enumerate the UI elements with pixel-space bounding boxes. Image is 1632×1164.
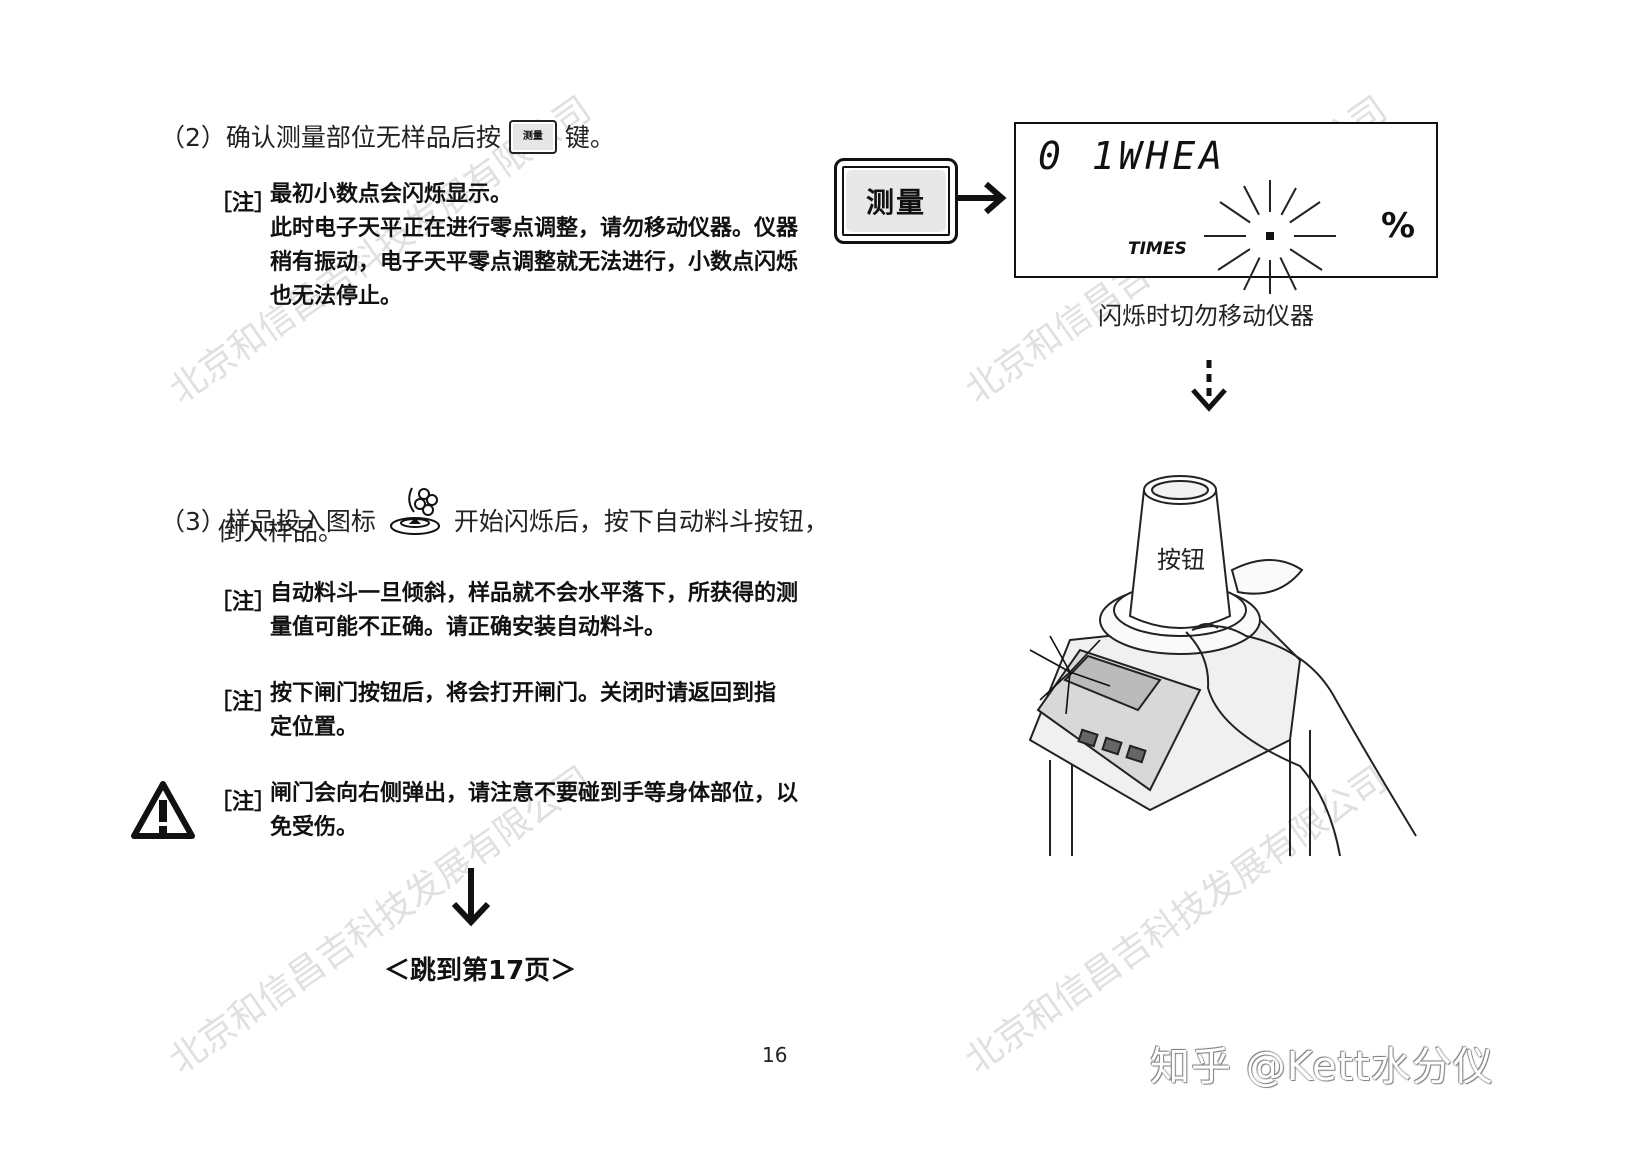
note-line: 此时电子天平正在进行零点调整，请勿移动仪器。仪器	[270, 216, 799, 241]
page-number: 16	[762, 1043, 788, 1067]
step3-suffix: 开始闪烁后，按下自动料斗按钮，	[453, 507, 829, 536]
step3-note3-tag: ［注］	[210, 790, 277, 815]
step2-suffix: 键。	[564, 123, 615, 152]
measure-key-icon: 测量	[508, 120, 557, 154]
arrow-right-icon	[958, 181, 1007, 215]
sample-input-icon	[389, 487, 440, 535]
step3-note1-tag: ［注］	[210, 590, 277, 615]
measure-key-label: 测量	[846, 170, 946, 232]
instrument-illustration	[1028, 475, 1417, 857]
source-watermark: 知乎 @Kett水分仪	[1150, 1044, 1494, 1090]
step3-note2-tag: ［注］	[210, 690, 277, 715]
note-line: 闸门会向右侧弹出，请注意不要碰到手等身体部位，以	[270, 781, 799, 806]
step3-note3-body: 闸门会向右侧弹出，请注意不要碰到手等身体部位，以 免受伤。	[270, 777, 798, 845]
step2-heading: （2）确认测量部位无样品后按测量键。	[160, 120, 615, 158]
blink-burst-icon	[1204, 180, 1336, 294]
step3-prefix: （3）样品投入图标	[160, 507, 376, 536]
step2-note-body: 最初小数点会闪烁显示。 此时电子天平正在进行零点调整，请勿移动仪器。仪器 稍有振…	[270, 178, 798, 314]
figure1-caption: 闪烁时切勿移动仪器	[1098, 302, 1314, 330]
note-line: 自动料斗一旦倾斜，样品就不会水平落下，所获得的测	[270, 581, 799, 606]
note-line: 也无法停止。	[270, 284, 403, 309]
jump-to-page-link[interactable]: ＜跳到第17页＞	[384, 956, 577, 986]
arrow-down-icon	[451, 868, 491, 927]
lcd-display: 0 1WHEA TIMES %	[1014, 122, 1438, 278]
step3-line1: （3）样品投入图标 开始闪烁后，按下自动料斗按钮，	[160, 484, 829, 540]
note-line: 定位置。	[270, 715, 359, 740]
lcd-code: 0 1WHEA	[1038, 134, 1227, 178]
step3-note2-body: 按下闸门按钮后，将会打开闸门。关闭时请返回到指 定位置。	[270, 677, 776, 745]
note-line: 量值可能不正确。请正确安装自动料斗。	[270, 615, 667, 640]
step3-note1-body: 自动料斗一旦倾斜，样品就不会水平落下，所获得的测 量值可能不正确。请正确安装自动…	[270, 577, 798, 645]
step2-note-tag: ［注］	[210, 191, 277, 216]
hopper-button-label: 按钮	[1157, 546, 1205, 574]
note-line: 按下闸门按钮后，将会打开闸门。关闭时请返回到指	[270, 681, 777, 706]
measure-key-illustration: 测量	[834, 158, 958, 244]
lcd-percent-sign: %	[1381, 206, 1416, 246]
warning-triangle-icon	[131, 781, 195, 839]
dashed-arrow-down-icon	[1191, 360, 1227, 412]
step2-prefix: （2）确认测量部位无样品后按	[160, 123, 501, 152]
note-line: 稍有振动，电子天平零点调整就无法进行，小数点闪烁	[270, 250, 799, 275]
lcd-times-label: TIMES	[1128, 239, 1187, 259]
note-line: 免受伤。	[270, 815, 359, 840]
note-line: 最初小数点会闪烁显示。	[270, 182, 513, 207]
step3-line2: 倒入样品。	[218, 517, 344, 546]
